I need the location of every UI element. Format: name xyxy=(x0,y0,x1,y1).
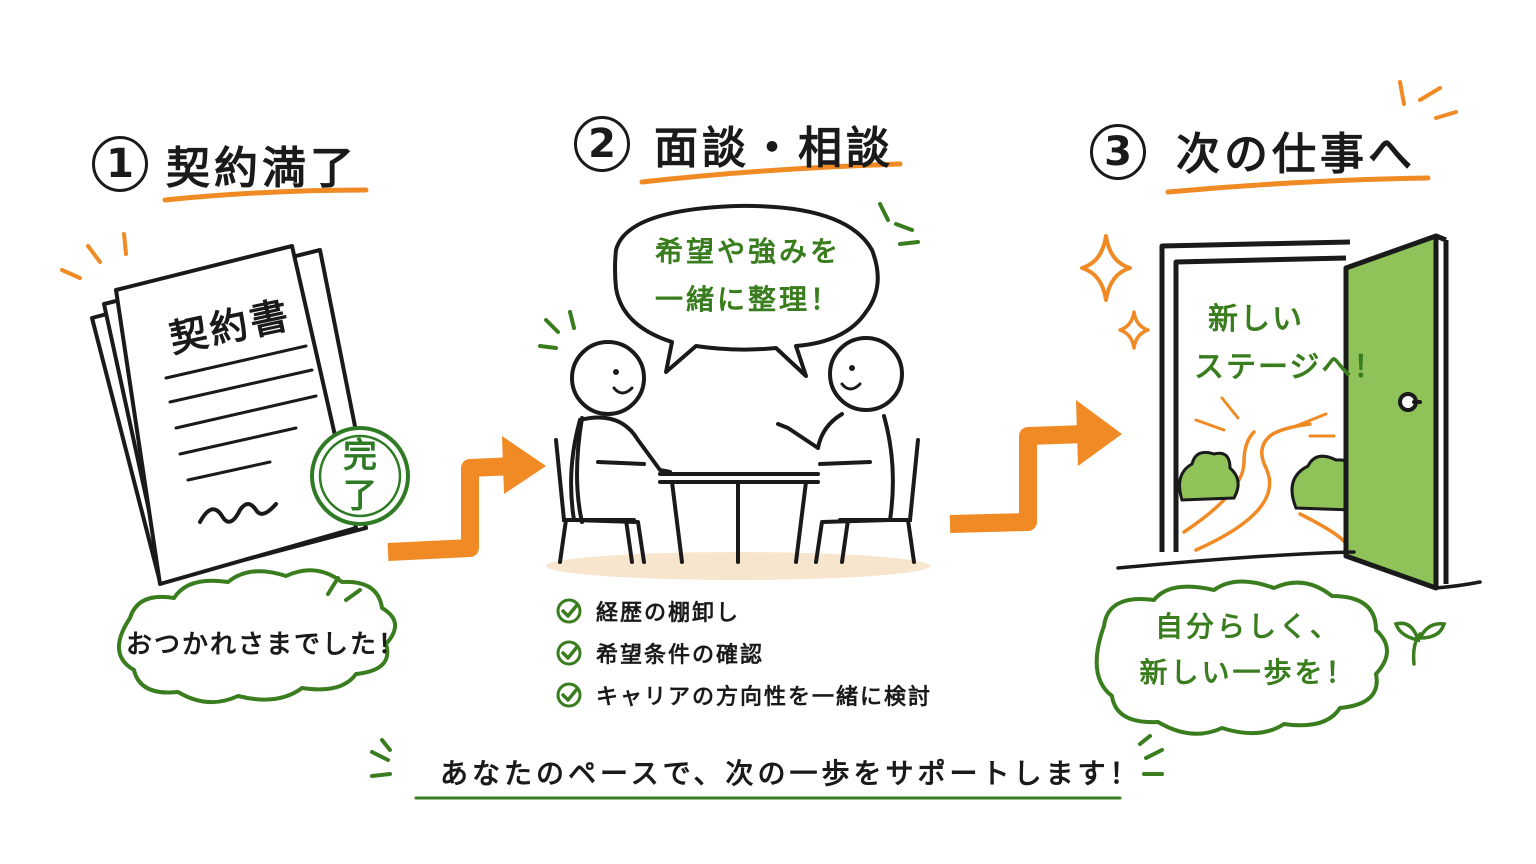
encourage-cloud-text: 自分らしく、 新しい一歩を！ xyxy=(1118,604,1378,696)
checklist-item-label: 希望条件の確認 xyxy=(596,643,765,668)
thanks-cloud-shape xyxy=(116,568,397,705)
step1-title-underline xyxy=(162,187,369,203)
stamp-line2: 了 xyxy=(343,476,377,516)
stamp-text: 完 了 xyxy=(340,436,380,516)
bubble-line1: 希望や強みを xyxy=(654,235,841,268)
door-message: 新しい ステージへ！ xyxy=(1194,296,1385,392)
bubble-line2: 一緒に整理！ xyxy=(654,283,841,316)
cloud-line2: 新しい一歩を！ xyxy=(1139,656,1357,689)
step1-title: 契約満了 xyxy=(166,143,358,194)
check-circle-icon xyxy=(556,640,582,666)
step3-number: 3 xyxy=(1090,124,1146,180)
bush-left-icon xyxy=(1178,450,1240,502)
step2-number: 2 xyxy=(574,116,630,172)
signature-squiggle xyxy=(198,502,278,524)
footer-message: あなたのペースで、次の一歩をサポートします！ xyxy=(440,757,1142,790)
step2-title: 面談・相談 xyxy=(654,123,894,174)
arrow-1-to-2 xyxy=(387,457,515,561)
thanks-cloud-text: おつかれさまでした！ xyxy=(126,630,407,660)
checklist-item: 希望条件の確認 xyxy=(556,632,932,674)
open-door-panel xyxy=(1343,233,1439,591)
checklist-item-label: 経歴の棚卸し xyxy=(596,601,741,626)
speech-bubble-shape xyxy=(613,203,880,378)
sprout-icon xyxy=(1393,621,1447,666)
step3-title-underline xyxy=(1165,175,1431,195)
checklist-item-label: キャリアの方向性を一緒に検討 xyxy=(596,685,933,710)
door-frame-icon xyxy=(1159,239,1351,552)
checklist-item: キャリアの方向性を一緒に検討 xyxy=(556,674,932,716)
speech-bubble-text: 希望や強みを 一緒に整理！ xyxy=(628,228,868,324)
cloud-line1: 自分らしく、 xyxy=(1154,610,1341,643)
check-circle-icon xyxy=(556,682,582,708)
checklist-item: 経歴の棚卸し xyxy=(556,590,932,632)
sparkle-small-icon xyxy=(1118,310,1150,350)
checklist: 経歴の棚卸し 希望条件の確認 キャリアの方向性を一緒に検討 xyxy=(556,590,932,716)
step2-title-underline xyxy=(639,161,903,185)
completed-stamp-icon xyxy=(310,426,410,526)
contract-document-icon xyxy=(60,232,374,586)
check-circle-icon xyxy=(556,598,582,624)
step3-title: 次の仕事へ xyxy=(1176,129,1416,180)
arrow-2-to-3 xyxy=(949,425,1087,533)
left-chair-icon xyxy=(554,438,636,564)
meeting-table-icon xyxy=(658,472,820,564)
right-person-figure xyxy=(776,336,904,564)
sparkle-icon xyxy=(1080,234,1132,302)
right-chair-icon xyxy=(838,438,920,564)
stamp-line1: 完 xyxy=(343,436,377,476)
door-line1: 新しい xyxy=(1208,302,1304,337)
door-line2: ステージへ！ xyxy=(1194,350,1386,385)
left-person-figure xyxy=(569,340,672,564)
step1-number: 1 xyxy=(92,136,148,192)
encourage-cloud-shape xyxy=(1094,579,1389,736)
